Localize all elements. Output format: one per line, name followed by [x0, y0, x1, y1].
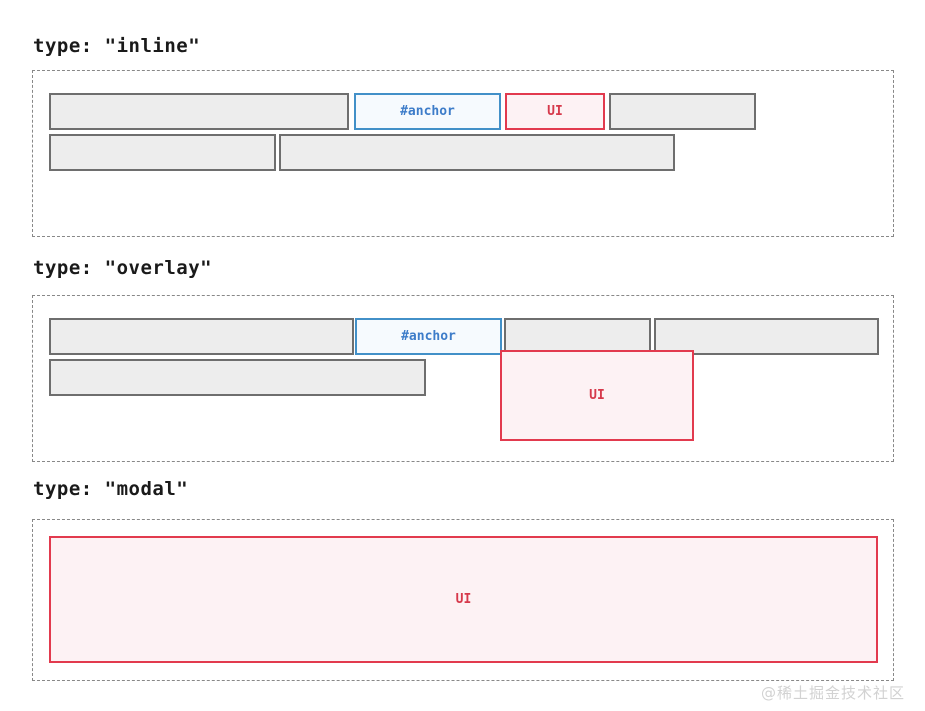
section-title-modal: type: "modal": [33, 478, 189, 500]
stage-inline: #anchor UI: [32, 70, 894, 237]
content-block-inline-3: [609, 93, 756, 130]
anchor-element-label: #anchor: [400, 104, 455, 119]
section-title-overlay: type: "overlay": [33, 257, 213, 279]
content-block-overlay-4: [49, 359, 426, 396]
content-block-overlay-0: [49, 318, 354, 355]
content-block-inline-5: [279, 134, 675, 171]
content-block-inline-4: [49, 134, 276, 171]
anchor-element-label: #anchor: [401, 329, 456, 344]
ui-panel-label: UI: [589, 388, 605, 403]
stage-modal: UI: [32, 519, 894, 681]
ui-panel-inline-2[interactable]: UI: [505, 93, 605, 130]
ui-panel-overlay-5[interactable]: UI: [500, 350, 694, 441]
content-block-overlay-3: [654, 318, 879, 355]
anchor-element-inline-1[interactable]: #anchor: [354, 93, 501, 130]
ui-panel-label: UI: [455, 592, 472, 607]
section-title-inline: type: "inline": [33, 35, 201, 57]
ui-panel-modal-0[interactable]: UI: [49, 536, 878, 663]
ui-panel-label: UI: [547, 104, 563, 119]
content-block-inline-0: [49, 93, 349, 130]
anchor-element-overlay-1[interactable]: #anchor: [355, 318, 502, 355]
watermark: @稀土掘金技术社区: [760, 684, 905, 702]
